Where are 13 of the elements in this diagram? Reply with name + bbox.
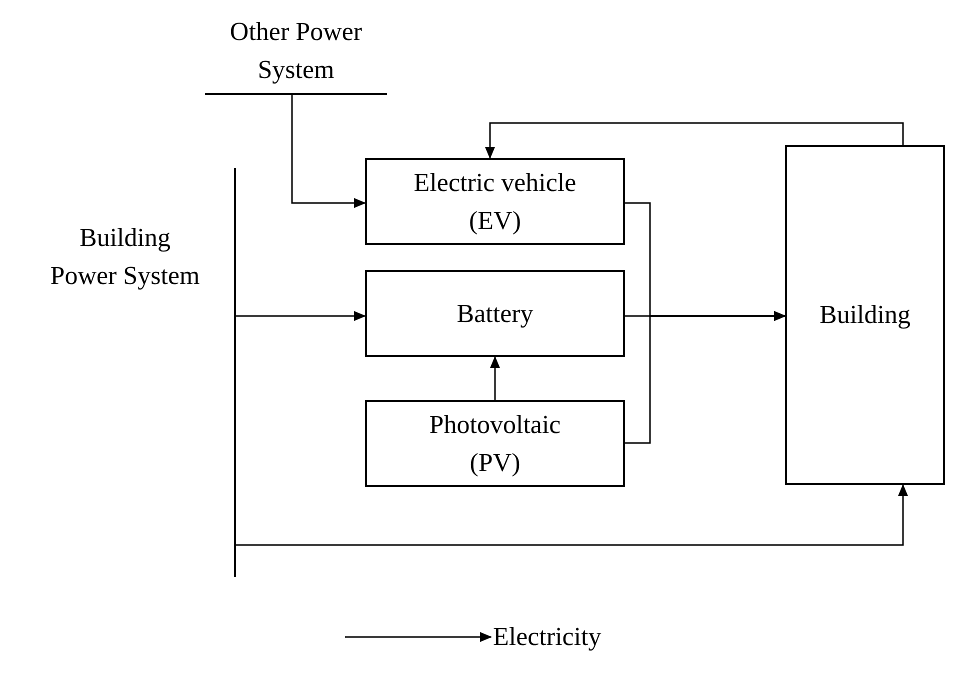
arrow	[625, 311, 786, 444]
process-box: Battery	[365, 270, 625, 357]
process-box: Building	[785, 145, 945, 485]
text-label: Building Power System	[45, 215, 205, 299]
arrow	[490, 356, 500, 400]
arrow	[236, 484, 908, 546]
legend-label: Electricity	[493, 621, 602, 653]
process-box: Electric vehicle (EV)	[365, 158, 625, 245]
arrow	[485, 122, 904, 159]
process-box: Photovoltaic (PV)	[365, 400, 625, 487]
bus-label: Other Power System	[205, 8, 387, 95]
arrow	[291, 95, 366, 208]
arrow	[236, 311, 366, 321]
